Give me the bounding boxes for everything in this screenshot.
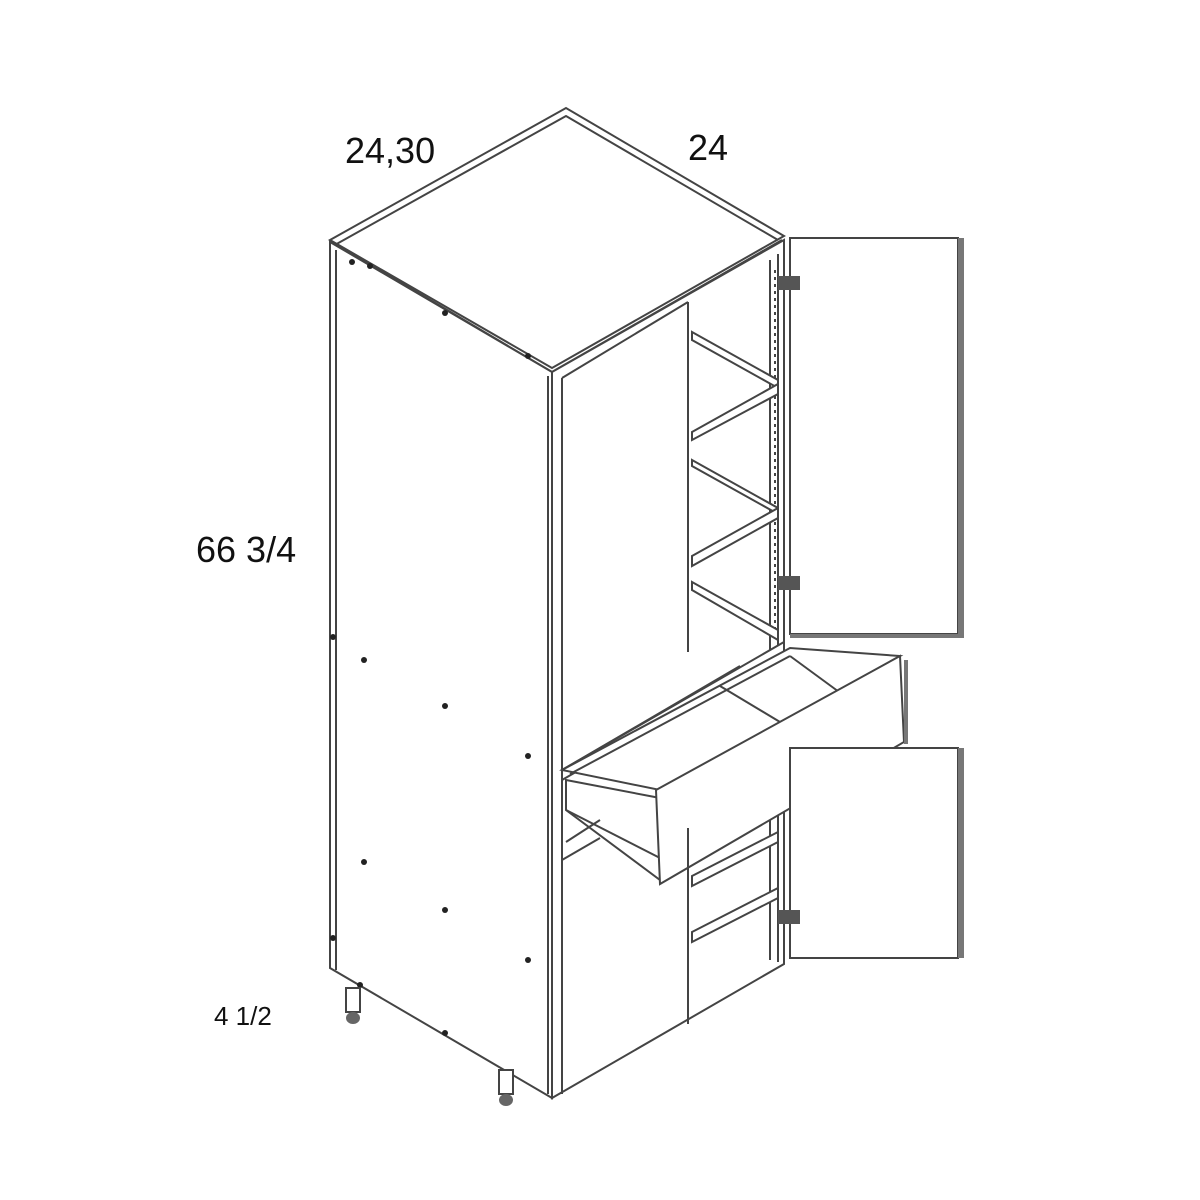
lower-door bbox=[789, 747, 964, 959]
upper-shelves bbox=[691, 330, 779, 642]
leveling-leg-front bbox=[498, 1069, 514, 1106]
side-panel-dots bbox=[330, 259, 531, 1036]
cabinet-front-frame bbox=[551, 238, 785, 1100]
lower-compartment bbox=[561, 828, 779, 1024]
drawer-box bbox=[559, 646, 904, 882]
cabinet-left-side-panel bbox=[329, 240, 553, 1100]
upper-door-hinge-top bbox=[778, 276, 800, 290]
toe-kick-dimension-label: 4 1/2 bbox=[214, 1001, 272, 1031]
upper-door bbox=[789, 237, 964, 638]
depth-dimension-label: 24 bbox=[688, 127, 728, 168]
width-dimension-label: 24,30 bbox=[345, 130, 435, 171]
drawer-front bbox=[654, 654, 908, 886]
lower-door-hinge bbox=[778, 910, 800, 924]
leveling-leg-left bbox=[345, 987, 361, 1024]
upper-door-hinge-bottom bbox=[778, 576, 800, 590]
height-dimension-label: 66 3/4 bbox=[196, 529, 296, 570]
